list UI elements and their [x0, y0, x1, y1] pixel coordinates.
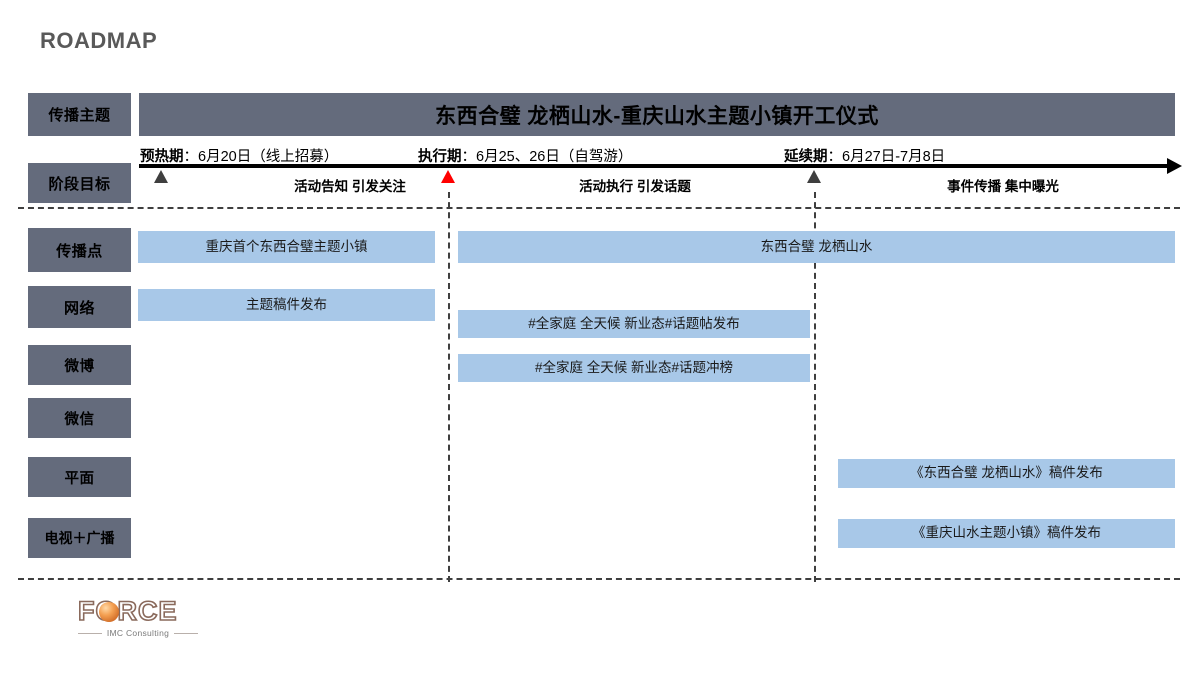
phase-dates-2: 6月25、26日（自驾游） [476, 149, 633, 165]
bar-weibo-topic-post[interactable]: #全家庭 全天候 新业态#话题帖发布 [458, 310, 810, 338]
row-label-channel-tv-radio: 电视＋广播 [28, 518, 131, 558]
phase-divider-vertical-2 [814, 192, 816, 582]
phase-dates-1: 6月20日（线上招募） [198, 149, 339, 165]
timeline-axis [139, 164, 1173, 168]
phase-sep-1: ： [183, 149, 199, 165]
force-logo: FORCE IMC Consulting [77, 596, 198, 644]
phase-sep-2: ： [461, 149, 477, 165]
bar-weibo-topic-trending[interactable]: #全家庭 全天候 新业态#话题冲榜 [458, 354, 810, 382]
phase-header-1: 预热期：6月20日（线上招募） [140, 145, 338, 166]
phase-marker-triangle-3 [807, 170, 821, 183]
logo-word-text: FORCE [77, 596, 178, 626]
phase-dates-3: 6月27日-7月8日 [842, 149, 946, 165]
divider-top-dashed [18, 207, 1180, 209]
phase-marker-triangle-1 [154, 170, 168, 183]
bar-pingmian-press-release[interactable]: 《东西合璧 龙栖山水》稿件发布 [838, 459, 1175, 488]
bar-chuanbodian-preheat[interactable]: 重庆首个东西合璧主题小镇 [138, 231, 435, 263]
phase-goal-2: 活动执行 引发话题 [579, 179, 691, 194]
phase-name-1: 预热期 [140, 149, 184, 165]
phase-divider-vertical-1 [448, 192, 450, 582]
logo-sphere-icon [99, 602, 119, 622]
phase-goal-3: 事件传播 集中曝光 [947, 179, 1059, 194]
row-label-channel-weixin: 微信 [28, 398, 131, 438]
bar-wangluo-preheat[interactable]: 主题稿件发布 [138, 289, 435, 321]
phase-goal-1: 活动告知 引发关注 [294, 179, 406, 194]
phase-header-3: 延续期：6月27日-7月8日 [784, 145, 945, 166]
row-label-stage-goal: 阶段目标 [28, 163, 131, 203]
bar-tv-radio-press-release[interactable]: 《重庆山水主题小镇》稿件发布 [838, 519, 1175, 548]
phase-header-2: 执行期：6月25、26日（自驾游） [418, 145, 632, 166]
row-label-channel-weibo: 微博 [28, 345, 131, 385]
row-label-channel-chuanbodian: 传播点 [28, 228, 131, 272]
phase-name-2: 执行期 [418, 149, 462, 165]
page-title: ROADMAP [40, 28, 158, 53]
row-label-channel-pingmian: 平面 [28, 457, 131, 497]
theme-banner: 东西合璧 龙栖山水-重庆山水主题小镇开工仪式 [139, 93, 1175, 136]
logo-wordmark: FORCE [77, 596, 198, 626]
phase-sep-3: ： [827, 149, 843, 165]
logo-tagline-row: IMC Consulting [78, 628, 198, 638]
timeline-arrow-icon [1167, 158, 1182, 174]
row-label-channel-wangluo: 网络 [28, 286, 131, 328]
bar-chuanbodian-exec-extend[interactable]: 东西合璧 龙栖山水 [458, 231, 1175, 263]
phase-marker-triangle-2 [441, 170, 455, 183]
phase-name-3: 延续期 [784, 149, 828, 165]
divider-bottom-dashed [18, 578, 1180, 580]
logo-tagline: IMC Consulting [106, 628, 170, 638]
logo-rule-left [78, 632, 102, 634]
logo-rule-right [174, 632, 198, 634]
row-label-theme: 传播主题 [28, 93, 131, 136]
